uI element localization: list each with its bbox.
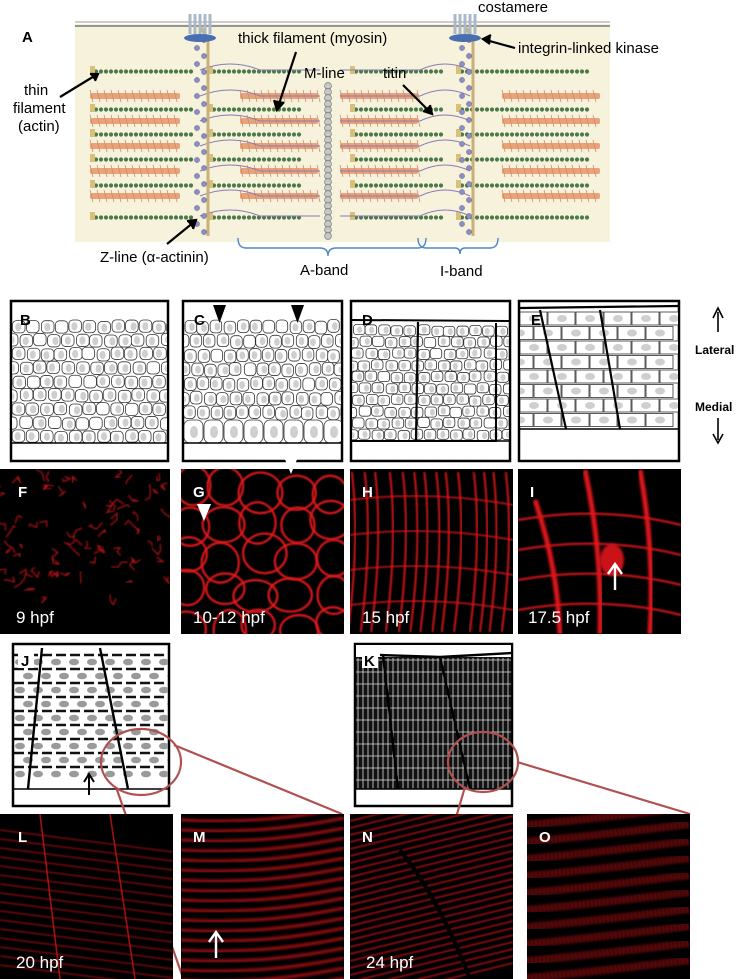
micrograph-f — [0, 469, 170, 606]
label-integrin-linked-kinase: integrin-linked kinase — [518, 40, 659, 57]
arrowhead-c-1 — [213, 305, 226, 323]
panel-letter-e: E — [531, 312, 541, 329]
panel-letter-l: L — [18, 829, 27, 846]
panel-letter-a: A — [22, 29, 33, 46]
schematic-j-cells — [14, 647, 168, 789]
schematic-e-cells — [520, 304, 678, 430]
micrograph-l — [0, 814, 173, 979]
arrowhead-g-2 — [284, 457, 298, 474]
panel-letter-n: N — [362, 829, 373, 846]
panel-letter-i: I — [530, 484, 534, 501]
micrograph-g — [181, 469, 344, 634]
label-thick-filament: thick filament (myosin) — [238, 30, 387, 47]
schematic-row-1: B C D E — [9, 299, 681, 463]
i-band-bracket — [417, 237, 499, 255]
arrow-m — [208, 929, 224, 958]
arrowhead-g-1 — [197, 504, 211, 521]
arrow-i — [607, 561, 623, 590]
label-i-band: I-band — [440, 263, 483, 280]
label-titin: titin — [383, 65, 406, 82]
label-thin-2: filament — [13, 100, 66, 117]
schematic-d-cells — [352, 319, 509, 442]
micrograph-i — [518, 469, 681, 634]
arrow-j — [83, 772, 95, 795]
panel-letter-c: C — [194, 312, 205, 329]
panel-letter-k: K — [364, 653, 375, 670]
timepoint-l: 20 hpf — [16, 953, 64, 972]
panel-letter-d: D — [362, 312, 373, 329]
schematic-row-2: J K — [11, 642, 514, 808]
sarcomere-diagram — [89, 14, 600, 240]
timepoint-g: 10-12 hpf — [193, 608, 265, 627]
panel-letter-m: M — [193, 829, 206, 846]
lateral-label: Lateral — [695, 343, 734, 357]
schematic-b-cells — [12, 319, 167, 443]
schematic-c-cells — [184, 319, 341, 443]
orientation-indicator: Lateral Medial — [695, 306, 734, 445]
arrowhead-c-2 — [291, 305, 304, 323]
micrograph-row-2: L M N O 20 hpf 24 hpf — [0, 814, 690, 979]
timepoint-f: 9 hpf — [16, 608, 54, 627]
micrograph-h — [350, 471, 513, 633]
label-costamere: costamere — [478, 0, 548, 16]
label-a-band: A-band — [300, 262, 348, 279]
timepoint-i: 17.5 hpf — [528, 608, 590, 627]
panel-letter-o: O — [539, 829, 551, 846]
label-thin-3: (actin) — [18, 118, 60, 135]
micrograph-n — [350, 814, 513, 979]
panel-letter-f: F — [18, 484, 27, 501]
micrograph-o — [527, 814, 690, 979]
label-thin-1: thin — [24, 82, 48, 99]
label-z-line: Z-line (α-actinin) — [100, 249, 209, 266]
panel-letter-b: B — [20, 312, 31, 329]
timepoint-h: 15 hpf — [362, 608, 410, 627]
timepoint-n: 24 hpf — [366, 953, 414, 972]
panel-letter-h: H — [362, 484, 373, 501]
micrograph-m — [181, 814, 344, 979]
panel-a-arrows — [59, 34, 516, 245]
panel-a: A costamere thick filament (myosin) inte… — [13, 0, 659, 280]
label-m-line: M-line — [304, 65, 345, 82]
micrograph-row-1: F G H I 9 hpf 10-12 hpf 15 hpf 17.5 hpf — [0, 457, 681, 634]
medial-label: Medial — [695, 400, 732, 414]
schematic-k-cells — [356, 645, 511, 789]
panel-letter-g: G — [193, 484, 205, 501]
panel-letter-j: J — [21, 653, 29, 670]
